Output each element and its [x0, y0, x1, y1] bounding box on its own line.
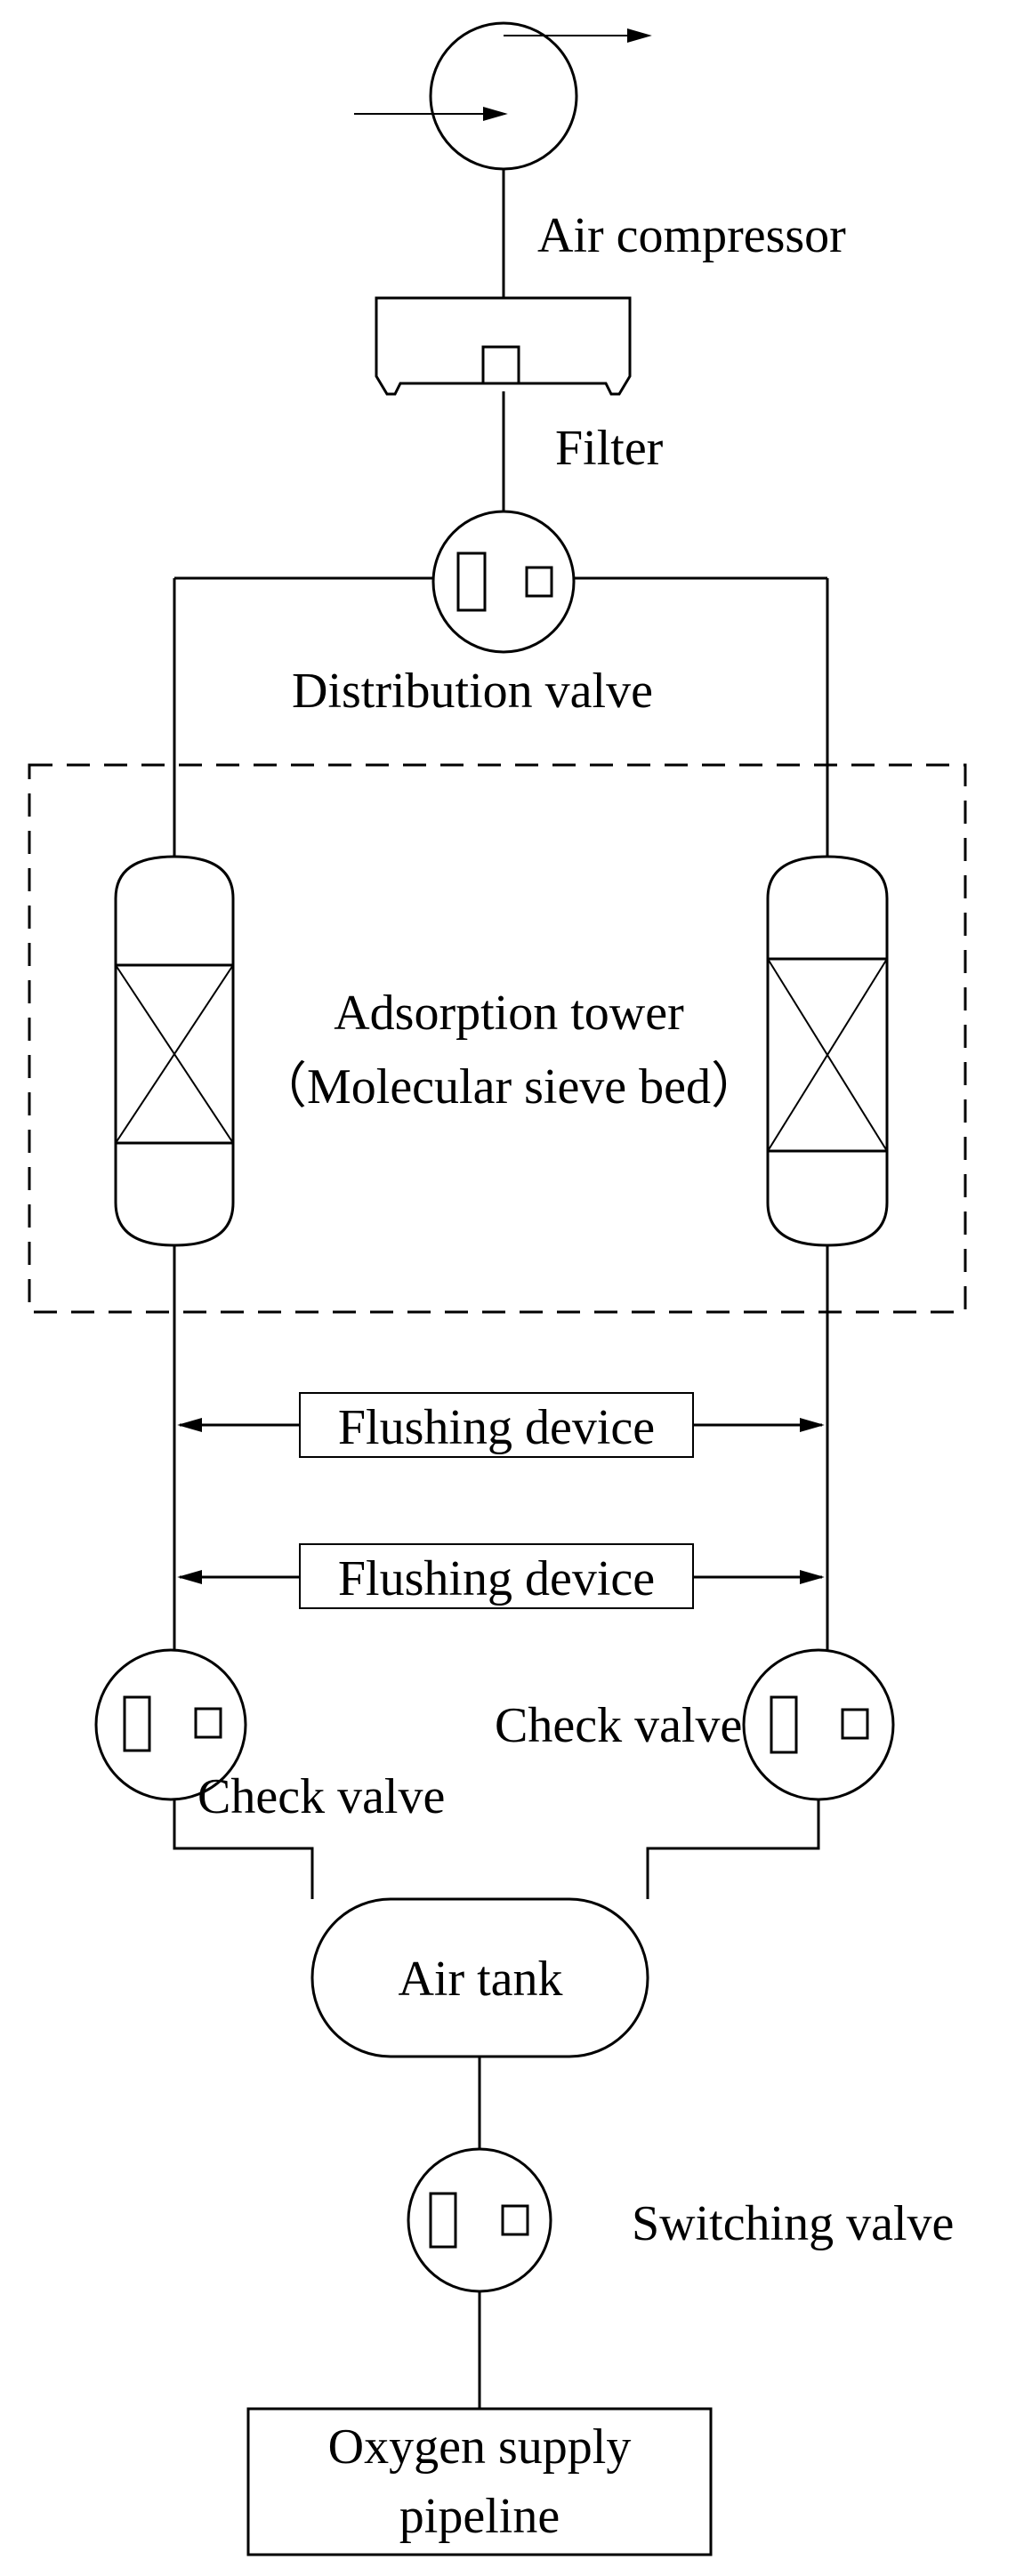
oxygen-supply-label-line1: Oxygen supply [328, 2419, 632, 2475]
filter: Filter [375, 296, 664, 476]
check-valve-right [742, 1648, 895, 1801]
oxygen-supply-pipeline-box [246, 2407, 713, 2556]
valve-port-small-icon [841, 1708, 869, 1740]
switching-valve: Switching valve [407, 2147, 954, 2293]
valve-port-large-icon [770, 1695, 798, 1754]
air-tank-body [310, 1897, 649, 2058]
flushing-device-1-box [299, 1392, 694, 1458]
pipes [173, 169, 829, 2409]
valve-port-large-icon [456, 551, 487, 612]
valve-port-large-icon [429, 2192, 457, 2249]
adsorption-area-boundary [28, 763, 967, 1314]
check-valve-left [94, 1648, 247, 1801]
valve-port-small-icon [194, 1707, 222, 1739]
valve-port-small-icon [501, 2204, 529, 2236]
check-valve-right-label: Check valve [495, 1698, 742, 1753]
adsorption-tower-label: Adsorption tower [334, 986, 684, 1041]
flushing-device-2: Flushing device [177, 1543, 825, 1609]
filter-element-icon [481, 345, 520, 385]
distribution-valve-circle [431, 510, 576, 654]
filter-label: Filter [555, 421, 664, 476]
check-valve-right-circle [742, 1648, 895, 1801]
adsorption-tower-right [766, 855, 889, 1247]
oxygen-supply-pipeline: Oxygen supply pipeline [246, 2407, 713, 2556]
air-compressor-circle [429, 21, 578, 171]
air-tank-label: Air tank [398, 1952, 562, 2007]
switching-valve-label: Switching valve [632, 2196, 954, 2251]
flushing-device-1: Flushing device [177, 1392, 825, 1458]
flushing-device-2-label: Flushing device [338, 1551, 655, 1606]
air-compressor: Air compressor [354, 21, 846, 263]
air-compressor-label: Air compressor [537, 208, 846, 263]
check-valve-left-label: Check valve [198, 1769, 445, 1824]
check-valve-left-circle [94, 1648, 247, 1801]
air-tank: Air tank [310, 1897, 649, 2058]
oxygen-supply-label-line2: pipeline [399, 2489, 560, 2544]
valve-port-large-icon [123, 1695, 151, 1752]
flushing-device-1-label: Flushing device [338, 1400, 655, 1455]
distribution-valve-label: Distribution valve [292, 664, 653, 719]
flushing-device-2-box [299, 1543, 694, 1609]
distribution-valve: Distribution valve [292, 510, 653, 719]
adsorption-tower-left [114, 855, 235, 1247]
valve-port-small-icon [525, 566, 553, 598]
switching-valve-circle [407, 2147, 552, 2293]
molecular-sieve-bed-label: （Molecular sieve bed） [257, 1059, 761, 1115]
